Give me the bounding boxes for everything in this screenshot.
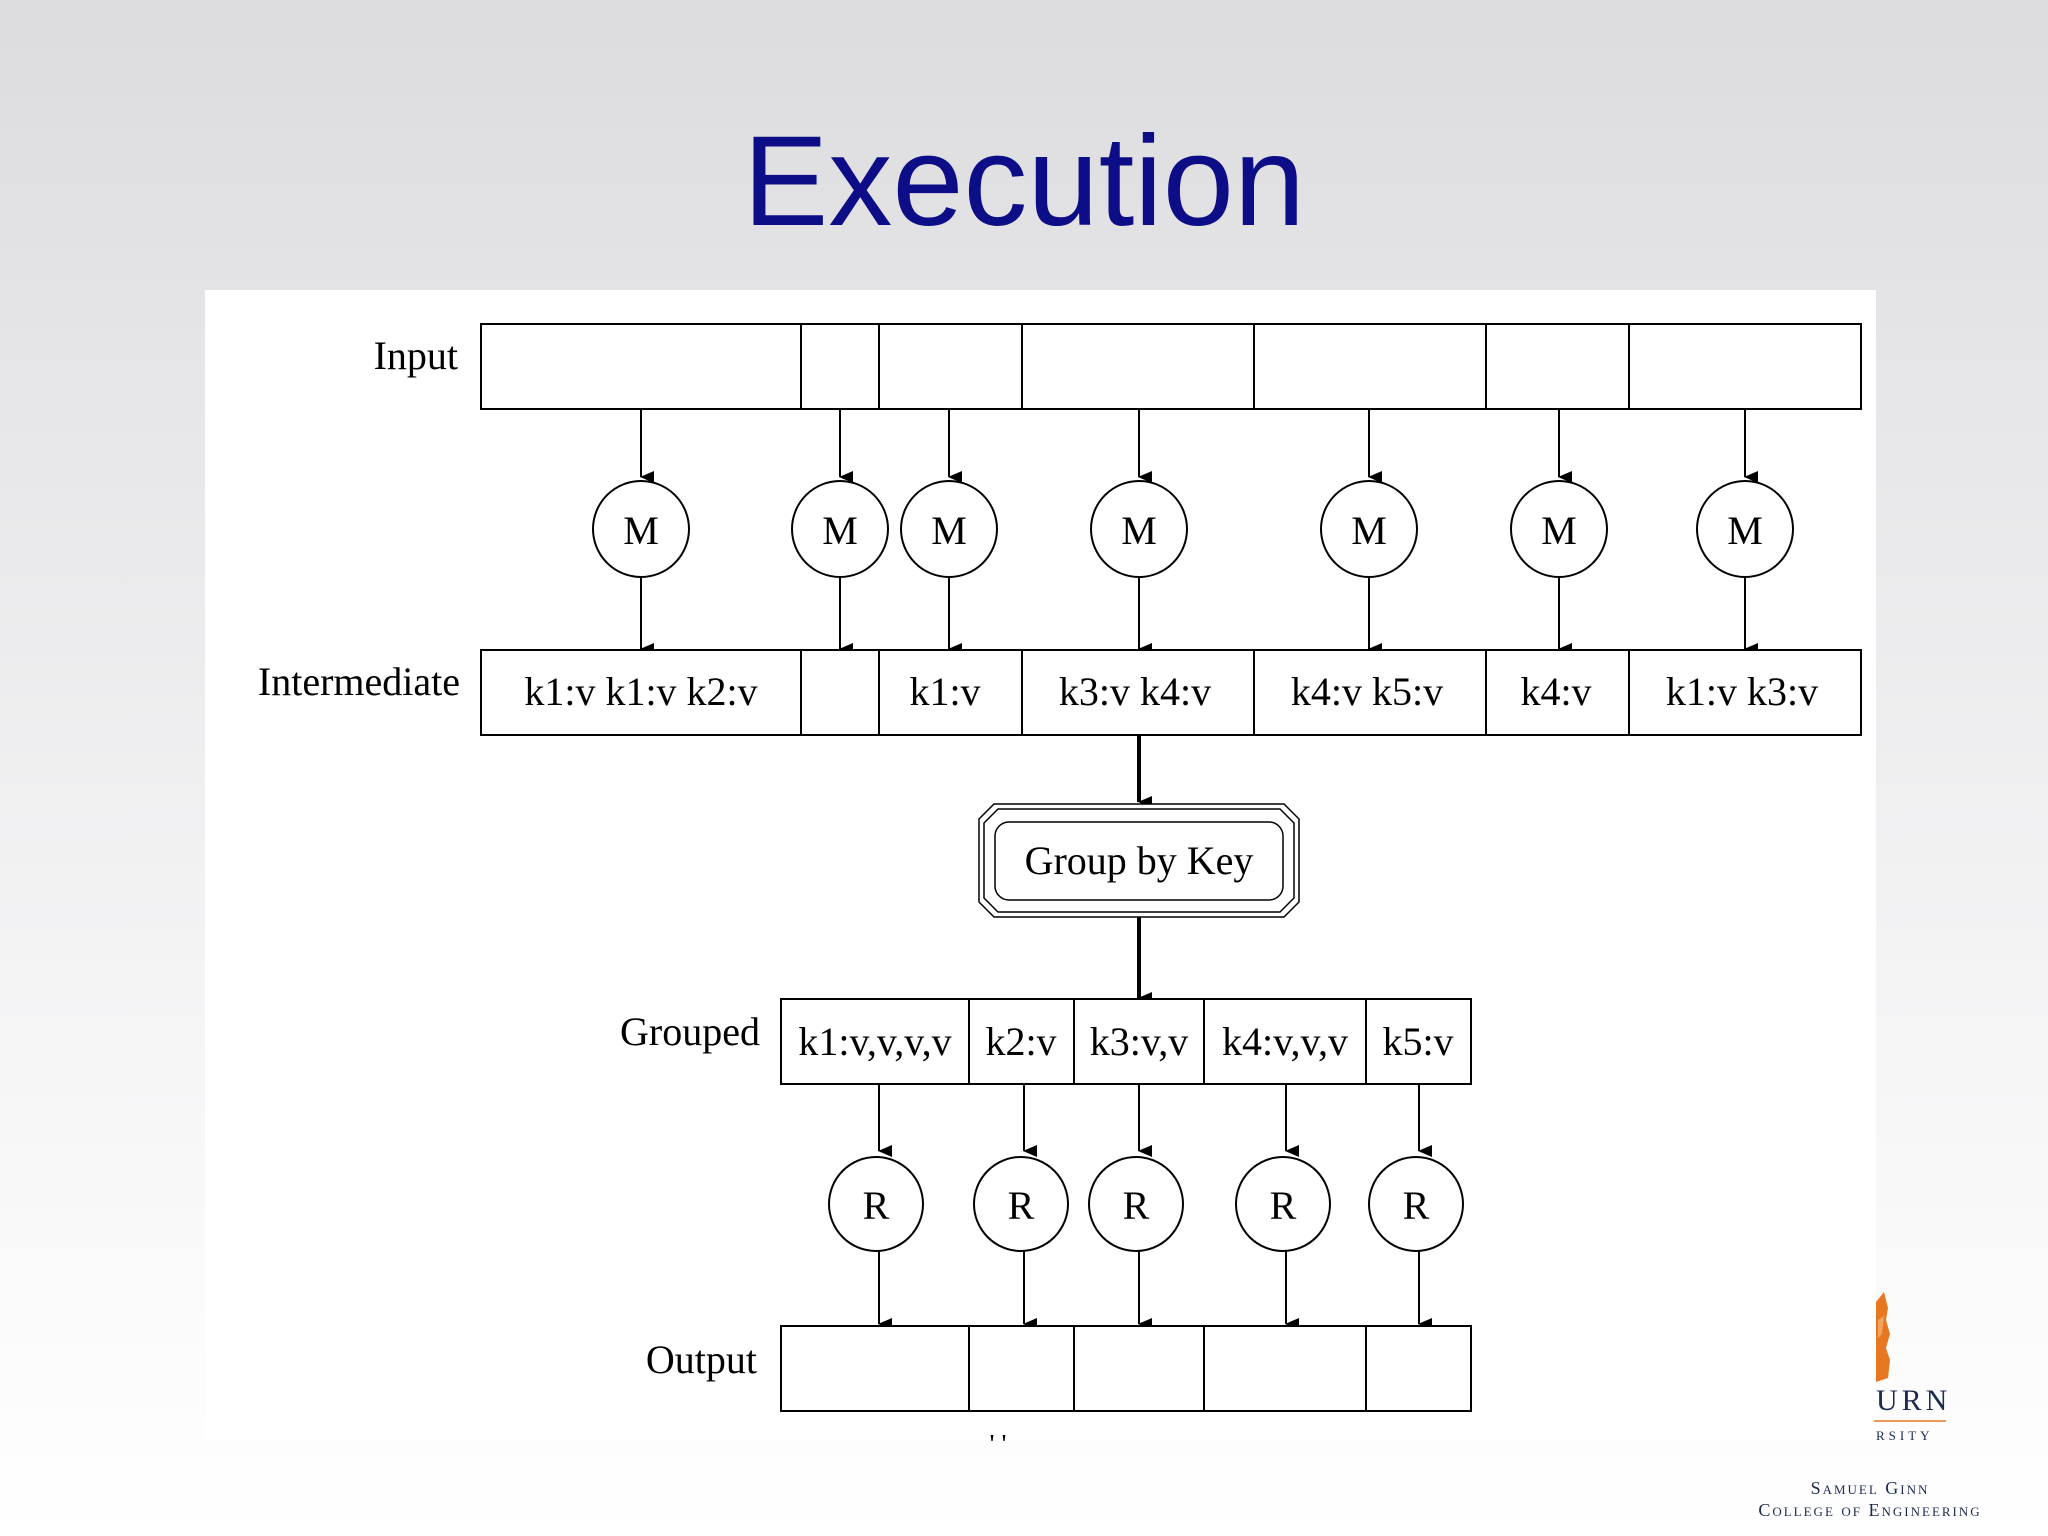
logo-line-2: RSITY <box>1876 1428 1934 1443</box>
map-node-label: M <box>822 508 858 553</box>
intermediate-cell <box>1021 649 1255 736</box>
map-to-intermediate-arrows <box>640 577 1758 655</box>
row-label-input: Input <box>374 333 458 378</box>
reduce-to-output-arrows <box>878 1251 1432 1330</box>
logo-emblem-icon <box>1876 1292 1890 1382</box>
logo-line-1: URN <box>1876 1384 1951 1417</box>
grouped-cell <box>1073 998 1205 1085</box>
reduce-node-label: R <box>1403 1183 1430 1228</box>
reduce-node: R <box>973 1156 1069 1252</box>
college-line-2: College of Engineering <box>1758 1500 1981 1520</box>
intermediate-cell-texts: k1:v k1:v k2:v k1:v k3:v k4:v k4:v k5:v … <box>524 669 1818 714</box>
output-cell <box>780 1325 970 1412</box>
grouped-cell-text: k4:v,v,v <box>1222 1019 1348 1064</box>
grouped-cell-texts: k1:v,v,v,v k2:v k3:v,v k4:v,v,v k5:v <box>798 1019 1453 1064</box>
input-cell <box>1628 323 1862 410</box>
intermediate-cell-text: k3:v k4:v <box>1059 669 1211 714</box>
intermediate-cell <box>800 649 880 736</box>
reduce-node-label: R <box>1123 1183 1150 1228</box>
input-to-map-arrows <box>640 409 1758 483</box>
intermediate-cell-text: k1:v k1:v k2:v <box>524 669 757 714</box>
grouped-cell-text: k5:v <box>1382 1019 1453 1064</box>
map-node-label: M <box>1541 508 1577 553</box>
group-by-key-node: Group by Key <box>978 803 1300 918</box>
row-label-intermediate: Intermediate <box>258 659 460 704</box>
reduce-node-label: R <box>1270 1183 1297 1228</box>
input-cell <box>1021 323 1255 410</box>
input-cell <box>1485 323 1630 410</box>
grouped-row <box>780 998 1472 1085</box>
grouped-to-reduce-arrows <box>878 1084 1432 1157</box>
row-label-output: Output <box>646 1337 757 1382</box>
map-node: M <box>791 480 889 578</box>
map-node-label: M <box>931 508 967 553</box>
college-line-1: Samuel Ginn <box>1811 1478 1930 1498</box>
grouped-cell-text: k2:v <box>985 1019 1056 1064</box>
output-cell <box>1203 1325 1367 1412</box>
college-wordmark: Samuel Ginn College of Engineering <box>1758 1478 1981 1520</box>
input-cell <box>800 323 880 410</box>
reduce-node: R <box>1088 1156 1184 1252</box>
map-node: M <box>1696 480 1794 578</box>
map-node-label: M <box>623 508 659 553</box>
grouped-cell <box>780 998 970 1085</box>
reduce-node-label: R <box>1008 1183 1035 1228</box>
intermediate-cell <box>480 649 802 736</box>
group-by-key-label: Group by Key <box>1025 838 1254 883</box>
intermediate-cell <box>1253 649 1487 736</box>
output-row <box>780 1325 1472 1412</box>
university-logo: URN RSITY <box>1874 1292 1951 1443</box>
slide-title: Execution <box>742 110 1306 253</box>
mapreduce-diagram: Input Intermediate Grouped Output <box>258 323 1862 1441</box>
input-cell <box>480 323 802 410</box>
intermediate-row <box>480 649 1862 736</box>
input-cell <box>878 323 1023 410</box>
map-node-label: M <box>1121 508 1157 553</box>
reduce-node: R <box>828 1156 924 1252</box>
reduce-node: R <box>1235 1156 1331 1252</box>
map-nodes: M M M M M M M <box>592 480 1794 578</box>
grouped-cell <box>968 998 1075 1085</box>
map-node: M <box>1320 480 1418 578</box>
intermediate-cell-text: k4:v k5:v <box>1291 669 1443 714</box>
map-node: M <box>1510 480 1608 578</box>
intermediate-cell-text: k1:v <box>909 669 980 714</box>
footer-mark: ' ' <box>989 1430 1006 1441</box>
output-cell <box>1073 1325 1205 1412</box>
reduce-node: R <box>1368 1156 1464 1252</box>
intermediate-cell-text: k4:v <box>1520 669 1591 714</box>
reduce-node-label: R <box>863 1183 890 1228</box>
intermediate-cell-text: k1:v k3:v <box>1666 669 1818 714</box>
map-node: M <box>1090 480 1188 578</box>
input-cell <box>1253 323 1487 410</box>
output-cell <box>1365 1325 1472 1412</box>
row-label-grouped: Grouped <box>620 1009 760 1054</box>
grouped-cell-text: k3:v,v <box>1090 1019 1189 1064</box>
grouped-cell-text: k1:v,v,v,v <box>798 1019 951 1064</box>
map-node-label: M <box>1351 508 1387 553</box>
map-node: M <box>900 480 998 578</box>
reduce-nodes: R R R R R <box>828 1156 1464 1252</box>
diagram-panel: Input Intermediate Grouped Output <box>205 290 1876 1441</box>
map-node-label: M <box>1727 508 1763 553</box>
intermediate-cell <box>878 649 1023 736</box>
intermediate-cell <box>1628 649 1862 736</box>
input-row <box>480 323 1862 410</box>
output-cell <box>968 1325 1075 1412</box>
map-node: M <box>592 480 690 578</box>
